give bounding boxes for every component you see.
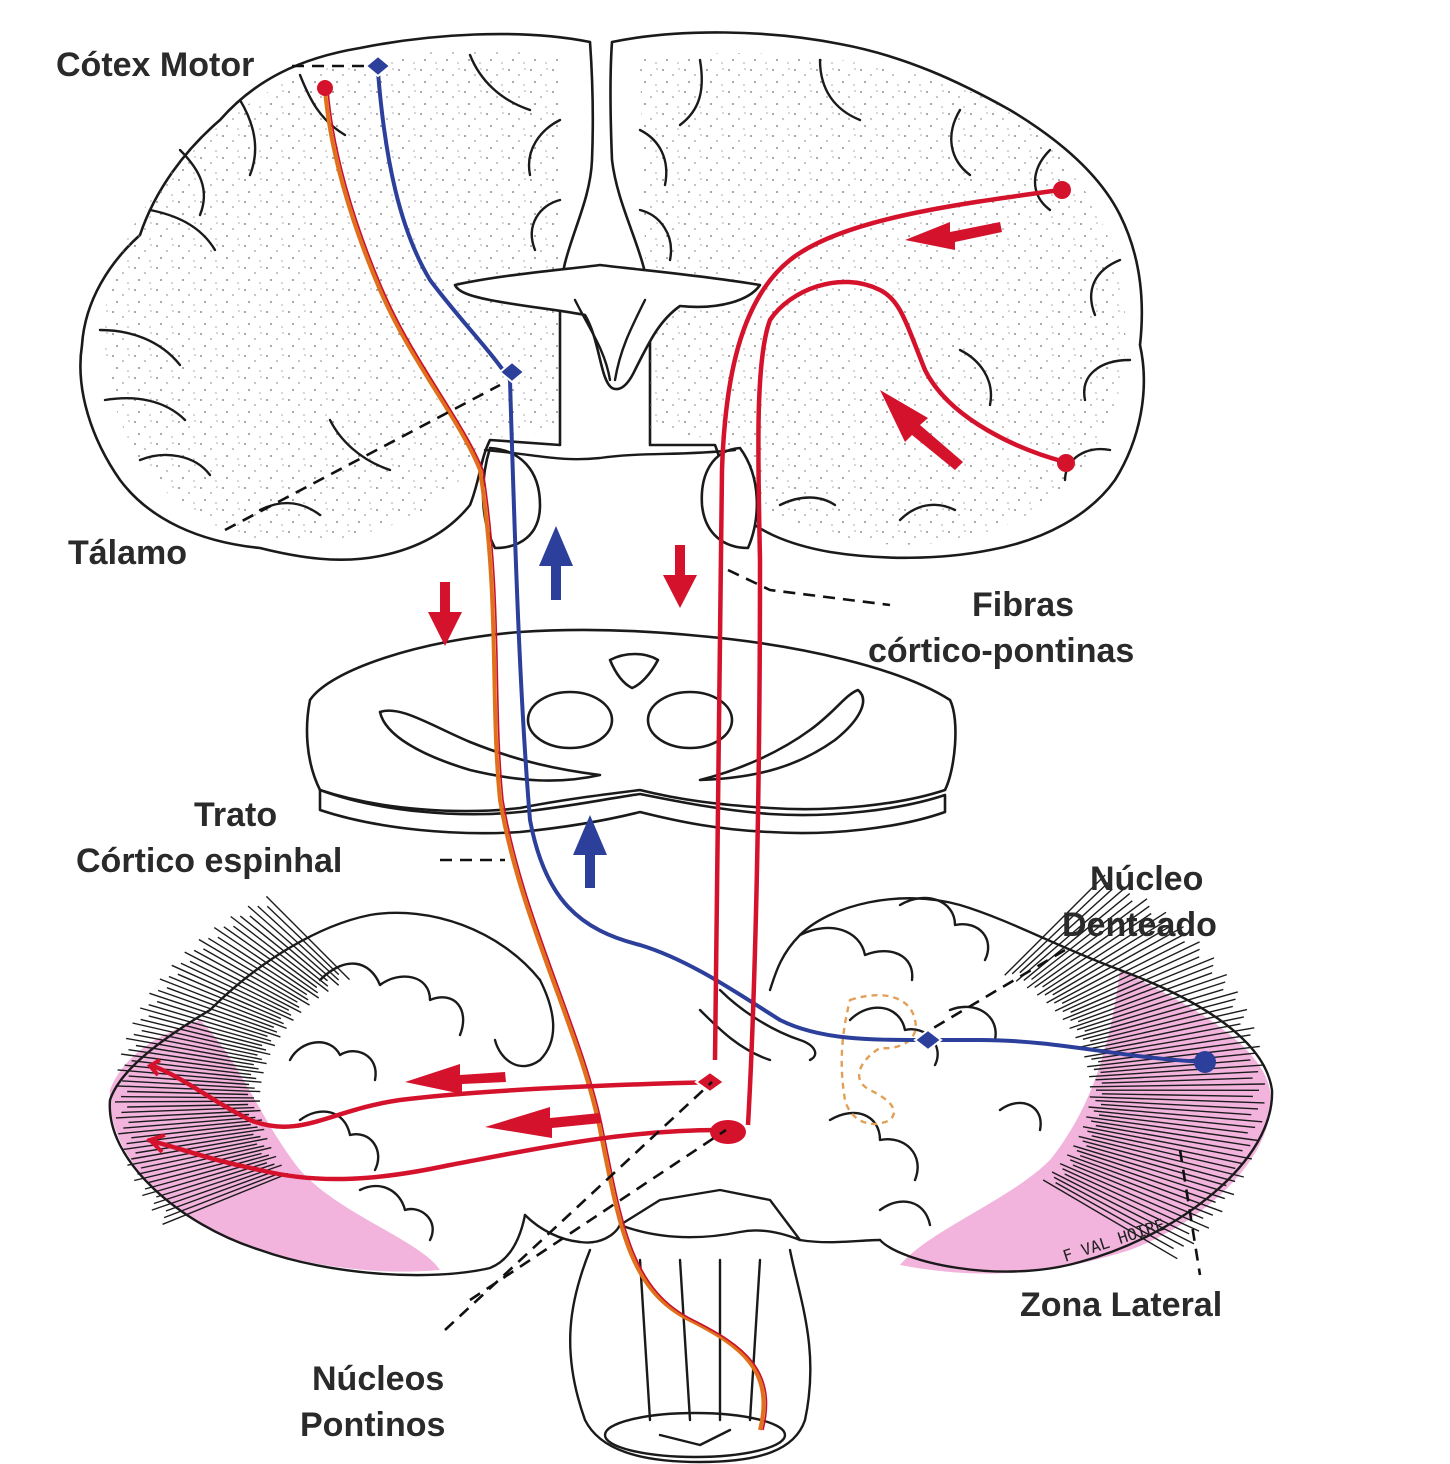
dentate-line-1: Núcleo bbox=[1090, 860, 1204, 898]
corticopontine-line-1: Fibras bbox=[972, 586, 1075, 624]
direction-arrows bbox=[405, 222, 1002, 1138]
leader-lines bbox=[224, 64, 1202, 1331]
lateral-zone-label: Zona Lateral bbox=[1020, 1286, 1223, 1324]
corticopontine-line-2: córtico-pontinas bbox=[868, 632, 1135, 670]
cerebellar-cortex-neuron-blue bbox=[1194, 1051, 1216, 1073]
pontine-nuclei-label: Núcleos Pontinos bbox=[300, 1356, 445, 1448]
motor-cortex-label: Cótex Motor bbox=[56, 46, 255, 84]
corticospinal-tract-line bbox=[323, 89, 766, 1431]
motor-cortex-neuron-red bbox=[317, 80, 333, 96]
cortical-neuron-red-2 bbox=[1057, 454, 1075, 472]
corticospinal-line-2: Córtico espinhal bbox=[76, 842, 343, 880]
dentate-nucleus bbox=[840, 993, 917, 1126]
corticospinal-tract-label: Trato Córtico espinhal bbox=[76, 792, 342, 884]
motor-cortex-neuron-blue bbox=[364, 54, 392, 78]
red-left-arrow-icon bbox=[485, 1107, 602, 1138]
red-down-arrow-icon bbox=[663, 545, 697, 608]
left-cerebellar-hatching bbox=[114, 895, 350, 1225]
corticopontine-fibers-label: Fibras córtico-pontinas bbox=[868, 582, 1134, 674]
corticospinal-line-1: Trato bbox=[194, 796, 278, 834]
dentate-line-2: Denteado bbox=[1062, 906, 1217, 944]
pontine-neuron-1 bbox=[694, 1070, 726, 1094]
pontocerebellar-fiber-1 bbox=[149, 1062, 716, 1129]
pathways bbox=[146, 54, 1216, 1431]
corticopontine-fiber-1 bbox=[712, 187, 1061, 1061]
right-thalamus bbox=[700, 446, 759, 550]
brainstem bbox=[523, 1213, 882, 1244]
red-down-arrow-icon bbox=[428, 582, 462, 646]
midbrain-section bbox=[305, 628, 957, 835]
cerebrum bbox=[79, 31, 1146, 562]
dentate-neuron-blue bbox=[913, 1028, 943, 1052]
corpus-callosum bbox=[453, 263, 762, 391]
pontine-line-2: Pontinos bbox=[300, 1406, 446, 1444]
thalamus-label: Tálamo bbox=[68, 534, 188, 572]
cortical-neuron-red-1 bbox=[1053, 181, 1071, 199]
pontine-neuron-2 bbox=[710, 1120, 746, 1144]
dentate-nucleus-label: Núcleo Denteado bbox=[1062, 856, 1217, 948]
cerebellum bbox=[108, 874, 1274, 1464]
red-left-arrow-icon bbox=[905, 222, 1002, 250]
corticopontine-fiber-2 bbox=[745, 279, 1066, 1126]
pontine-line-1: Núcleos bbox=[312, 1360, 445, 1398]
pontocerebellar-fiber-2 bbox=[147, 1127, 721, 1182]
right-cerebellar-hatching bbox=[1004, 874, 1265, 1260]
red-left-arrow-icon bbox=[405, 1064, 506, 1094]
left-lateral-zone bbox=[109, 1020, 441, 1272]
blue-up-arrow-icon bbox=[573, 815, 607, 888]
red-up-left-arrow-icon bbox=[880, 390, 963, 470]
thalamus-neuron-blue bbox=[498, 360, 526, 384]
blue-up-arrow-icon bbox=[539, 526, 573, 600]
